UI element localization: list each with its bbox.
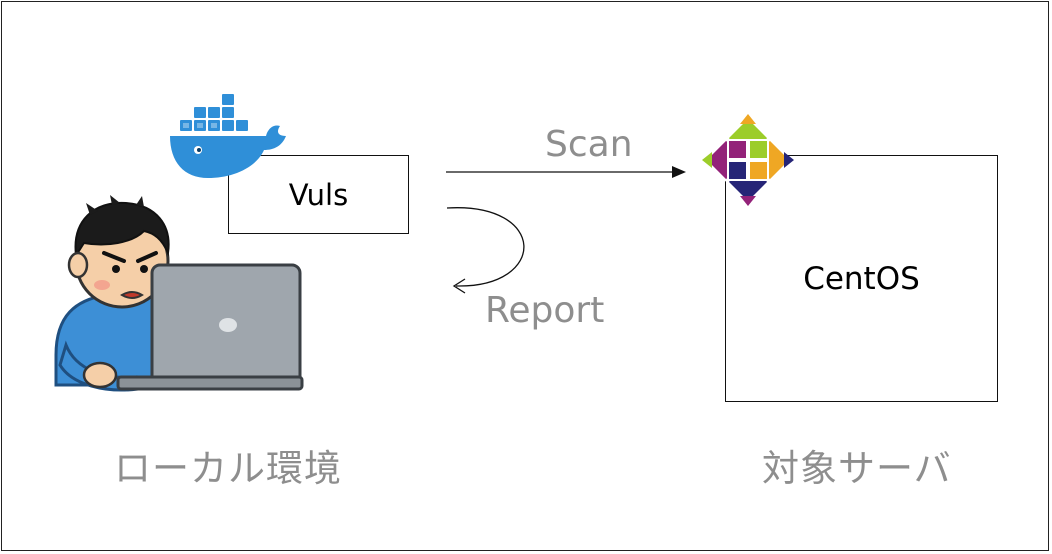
user-at-laptop-illustration [54, 195, 304, 392]
centos-node: CentOS [725, 155, 998, 402]
scan-arrowhead [672, 166, 686, 178]
centos-label: CentOS [803, 260, 920, 297]
target-server-label: 対象サーバ [762, 447, 952, 490]
vuls-node: Vuls [228, 155, 409, 234]
report-arrow [446, 207, 525, 287]
report-arrowhead [452, 278, 466, 294]
vuls-label: Vuls [288, 177, 349, 212]
report-label: Report [485, 290, 605, 331]
docker-whale-icon [170, 94, 286, 178]
scan-label: Scan [545, 124, 633, 165]
local-env-label: ローカル環境 [114, 447, 342, 490]
centos-logo-icon [702, 114, 794, 206]
